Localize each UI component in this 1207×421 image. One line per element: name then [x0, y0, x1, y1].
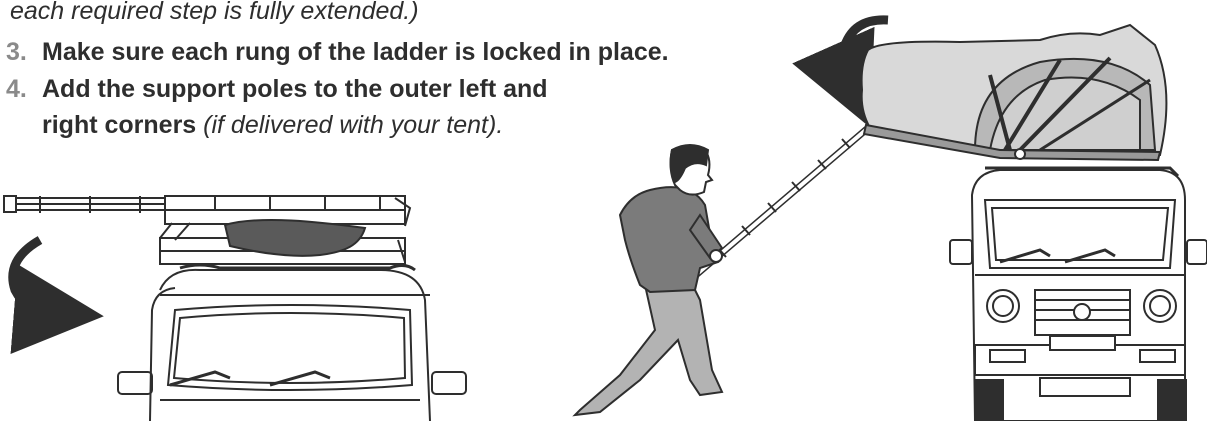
curved-arrow-icon	[13, 240, 50, 312]
open-tent-scene	[843, 20, 1207, 421]
car-right	[950, 170, 1207, 421]
tent-box-closed	[160, 196, 410, 264]
car-left	[118, 270, 466, 421]
ladder-extended	[4, 196, 183, 213]
closed-tent-scene	[4, 196, 466, 421]
person-with-ladder	[575, 128, 868, 415]
